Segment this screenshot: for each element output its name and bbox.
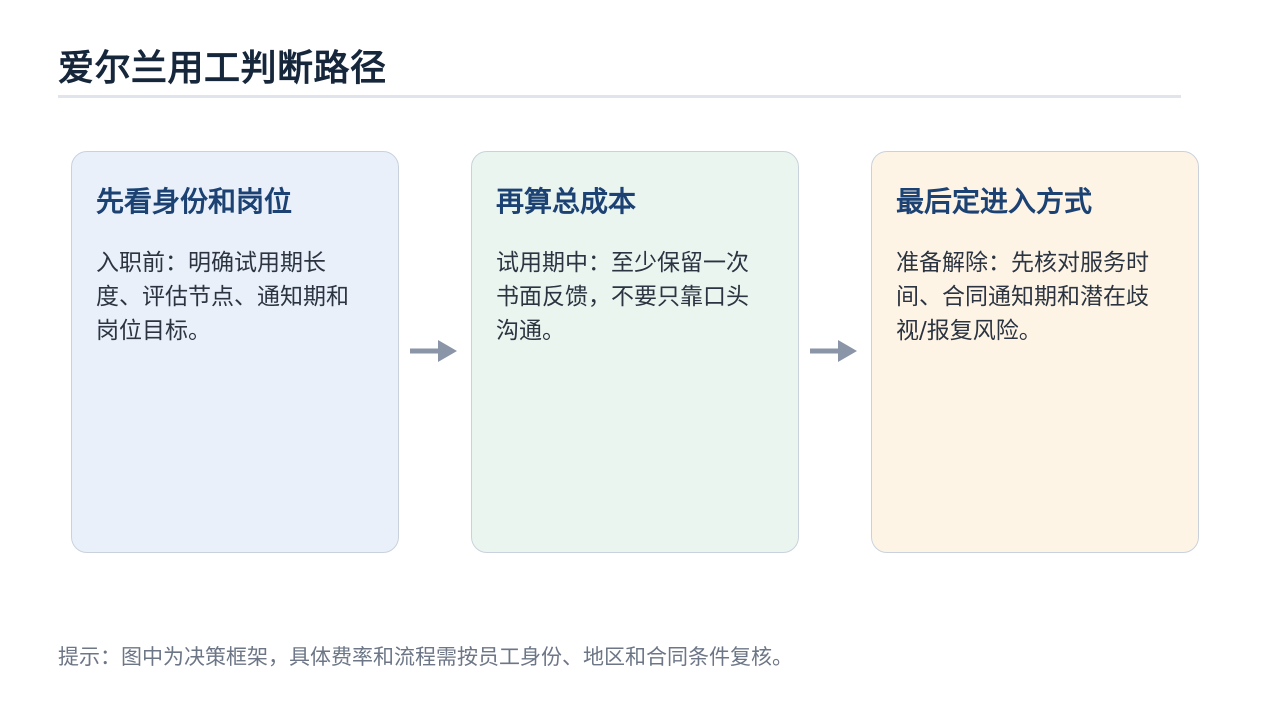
step-body: 准备解除：先核对服务时间、合同通知期和潜在歧视/报复风险。 (896, 250, 1149, 344)
step-title: 再算总成本 (496, 185, 637, 218)
arrow-right-icon (410, 340, 457, 362)
step-title: 先看身份和岗位 (96, 185, 293, 218)
step-card-cost: 再算总成本 试用期中：至少保留一次书面反馈，不要只靠口头沟通。 (471, 151, 799, 553)
arrow-right-icon (810, 340, 857, 362)
step-card-entry: 最后定进入方式 准备解除：先核对服务时间、合同通知期和潜在歧视/报复风险。 (871, 151, 1199, 553)
step-body: 试用期中：至少保留一次书面反馈，不要只靠口头沟通。 (496, 250, 749, 344)
step-title: 最后定进入方式 (896, 185, 1093, 218)
title-divider (58, 95, 1181, 98)
page-title: 爱尔兰用工判断路径 (58, 48, 387, 89)
step-card-identity: 先看身份和岗位 入职前：明确试用期长度、评估节点、通知期和岗位目标。 (71, 151, 399, 553)
footnote: 提示：图中为决策框架，具体费率和流程需按员工身份、地区和合同条件复核。 (58, 645, 793, 669)
step-body: 入职前：明确试用期长度、评估节点、通知期和岗位目标。 (96, 250, 349, 344)
